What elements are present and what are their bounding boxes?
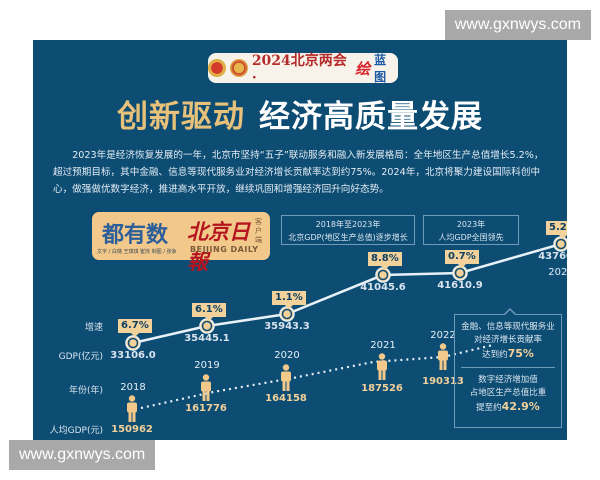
callout-text: 达到约 bbox=[482, 350, 508, 360]
per-capita-2020: 164158 bbox=[265, 393, 307, 404]
growth-tag-2020: 1.1% bbox=[272, 291, 306, 309]
year-2022: 2022 bbox=[430, 330, 456, 341]
person-icon bbox=[201, 374, 211, 401]
header-line: 2018年至2023年 bbox=[315, 220, 381, 229]
page-title: 创新驱动经济高质量发展 bbox=[33, 91, 567, 136]
cppcc-emblem-icon bbox=[229, 59, 248, 77]
year-2023: 2023 bbox=[548, 267, 567, 278]
beijing-daily-en: BEIJING DAILY bbox=[190, 245, 259, 254]
header-line: 北京GDP(地区生产总值)逐步增长 bbox=[288, 233, 408, 242]
year-2021: 2021 bbox=[370, 340, 396, 351]
callout-text: 提至约 bbox=[476, 403, 502, 413]
per-capita-2018: 150962 bbox=[111, 424, 153, 435]
header-line: 2023年 bbox=[456, 220, 486, 229]
banner-highlight: 绘 bbox=[355, 59, 371, 78]
year-2018: 2018 bbox=[120, 382, 146, 393]
growth-tag-2021: 8.8% bbox=[368, 252, 402, 270]
digital-economy-share-value: 42.9% bbox=[501, 400, 540, 413]
dushu-logo: 都有数 bbox=[102, 223, 169, 248]
beijing-daily-logo: 北京日報 bbox=[187, 219, 250, 274]
infographic-poster: 2024北京两会· 绘 蓝图 创新驱动经济高质量发展 2023年是经济恢复发展的… bbox=[33, 40, 567, 440]
service-contribution-value: 75% bbox=[507, 347, 534, 360]
intro-paragraph: 2023年是经济恢复发展的一年，北京市坚持“五子”联动服务和融入新发展格局：全年… bbox=[53, 150, 544, 195]
row-label-growth: 增速 bbox=[84, 323, 103, 333]
per-capita-2021: 187526 bbox=[361, 383, 403, 394]
per-capita-2022: 190313 bbox=[422, 376, 464, 387]
dushu-credits: 文字 / 白璐 王琪琪 崔烁 制图 / 张争 bbox=[97, 249, 177, 255]
gdp-value-2022: 41610.9 bbox=[437, 280, 483, 291]
header-line: 人均GDP全国领先 bbox=[438, 233, 504, 242]
two-sessions-banner: 2024北京两会· 绘 蓝图 bbox=[208, 53, 398, 86]
national-emblem-icon bbox=[208, 59, 226, 77]
gdp-value-2023: 43760.7 bbox=[538, 251, 567, 262]
gdp-value-2020: 35943.3 bbox=[264, 321, 310, 332]
year-2019: 2019 bbox=[194, 360, 220, 371]
row-label-gdp: GDP(亿元) bbox=[58, 352, 103, 362]
callout-text: 对经济增长贡献率 bbox=[473, 335, 542, 345]
gdp-value-2018: 33106.0 bbox=[110, 350, 156, 361]
per-capita-header: 2023年 人均GDP全国领先 bbox=[423, 215, 519, 245]
growth-tag-2019: 6.1% bbox=[192, 303, 226, 321]
title-white: 经济高质量发展 bbox=[259, 99, 483, 135]
person-icon bbox=[127, 395, 137, 422]
person-icon bbox=[281, 364, 291, 391]
callout-text: 占地区生产总值比重 bbox=[469, 388, 547, 398]
person-icon bbox=[438, 343, 448, 370]
growth-tag-2023: 5.2% bbox=[546, 221, 567, 239]
watermark-top: www.gxnwys.com bbox=[444, 10, 591, 40]
banner-year: 2024北京两会· bbox=[251, 53, 347, 86]
growth-tag-2022: 0.7% bbox=[445, 250, 479, 268]
person-icon bbox=[377, 353, 387, 380]
banner-blue: 蓝图 bbox=[374, 53, 387, 84]
row-label-per-capita: 人均GDP(元) bbox=[49, 426, 103, 436]
callout-divider bbox=[461, 367, 555, 368]
callout-text: 金融、信息等现代服务业 bbox=[461, 322, 555, 332]
row-label-year: 年份(年) bbox=[68, 386, 103, 396]
gdp-value-2021: 41045.6 bbox=[360, 282, 406, 293]
gdp-value-2019: 35445.1 bbox=[184, 333, 230, 344]
title-gold: 创新驱动 bbox=[117, 99, 245, 135]
growth-tag-2018: 6.7% bbox=[118, 319, 152, 337]
per-capita-2019: 161776 bbox=[185, 403, 227, 414]
callout-text: 数字经济增加值 bbox=[478, 375, 538, 385]
beijing-daily-client-tag: 客户端 bbox=[255, 218, 262, 244]
highlights-callout: 金融、信息等现代服务业 对经济增长贡献率 达到约75% 数字经济增加值 占地区生… bbox=[454, 308, 562, 428]
logo-card: 都有数 文字 / 白璐 王琪琪 崔烁 制图 / 张争 北京日報 BEIJING … bbox=[92, 212, 270, 274]
year-2020: 2020 bbox=[274, 350, 300, 361]
gdp-growth-header: 2018年至2023年 北京GDP(地区生产总值)逐步增长 bbox=[281, 215, 415, 245]
watermark-bottom: www.gxnwys.com bbox=[9, 440, 156, 470]
